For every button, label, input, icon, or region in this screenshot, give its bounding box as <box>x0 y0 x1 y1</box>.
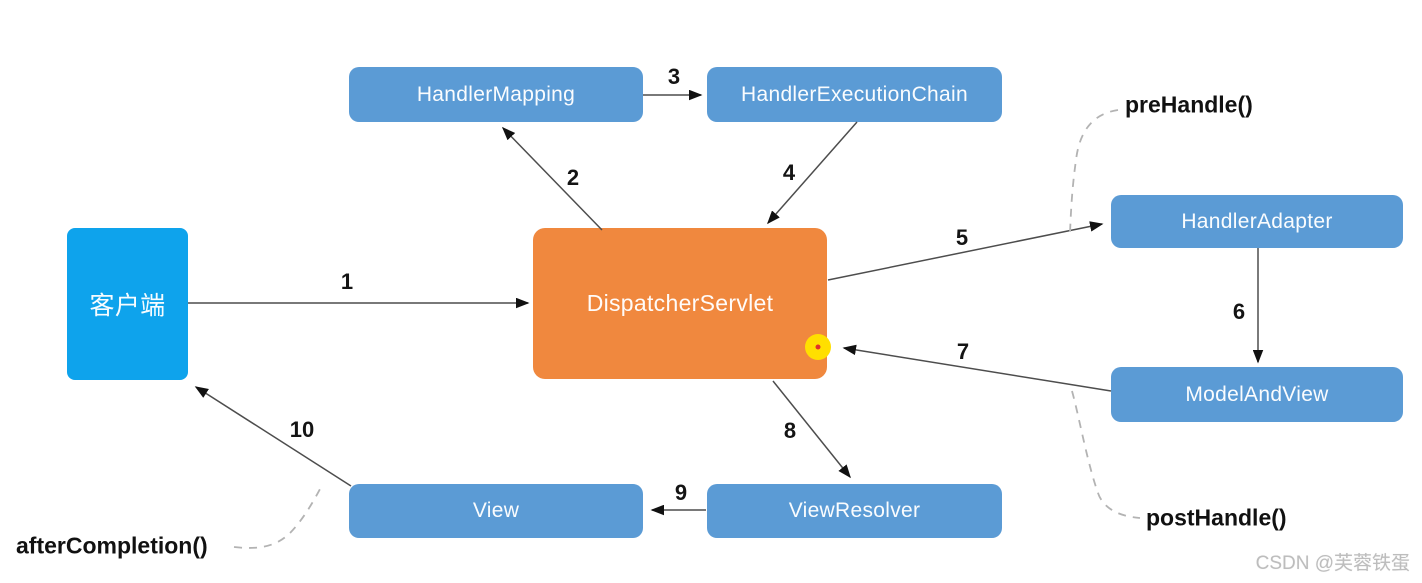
step-label-6: 6 <box>1232 299 1246 324</box>
annotation-posthandle: postHandle() <box>1146 504 1287 531</box>
node-handler-mapping: HandlerMapping <box>349 67 643 122</box>
node-dispatcher-servlet: DispatcherServlet <box>533 228 827 379</box>
step-label-3: 3 <box>667 64 681 89</box>
arrow-step-10 <box>194 386 352 487</box>
node-view-resolver: ViewResolver <box>707 484 1002 538</box>
arrow-step-7 <box>842 344 1112 392</box>
annotation-aftercompletion: afterCompletion() <box>16 532 208 559</box>
node-handler-execution-chain: HandlerExecutionChain <box>707 67 1002 122</box>
step-label-7: 7 <box>956 339 970 364</box>
node-view: View <box>349 484 643 538</box>
step-label-2: 2 <box>566 165 580 190</box>
node-handler-adapter-label: HandlerAdapter <box>1181 209 1333 233</box>
node-handler-mapping-label: HandlerMapping <box>416 82 576 106</box>
annotation-prehandle: preHandle() <box>1125 91 1253 118</box>
node-client: 客户端 <box>67 228 188 380</box>
arrow-step-4 <box>767 121 858 225</box>
node-view-label: View <box>472 499 520 522</box>
node-handler-execution-chain-label: HandlerExecutionChain <box>741 82 968 106</box>
csdn-watermark: CSDN @芙蓉铁蛋 <box>1255 553 1410 574</box>
arrow-step-2 <box>501 126 603 231</box>
node-handler-adapter: HandlerAdapter <box>1111 195 1403 248</box>
step-label-5: 5 <box>955 225 969 250</box>
node-dispatcher-servlet-label: DispatcherServlet <box>586 290 774 316</box>
node-view-resolver-label: ViewResolver <box>788 499 921 522</box>
node-model-and-view: ModelAndView <box>1111 367 1403 422</box>
step-label-8: 8 <box>783 418 797 443</box>
node-model-and-view-label: ModelAndView <box>1185 382 1329 406</box>
step-label-10: 10 <box>289 417 315 442</box>
node-client-label: 客户端 <box>89 292 166 320</box>
step-label-1: 1 <box>340 269 354 294</box>
step-label-4: 4 <box>782 160 796 185</box>
step-label-9: 9 <box>674 480 688 505</box>
dashed-connector-aftercompletion <box>233 488 321 549</box>
